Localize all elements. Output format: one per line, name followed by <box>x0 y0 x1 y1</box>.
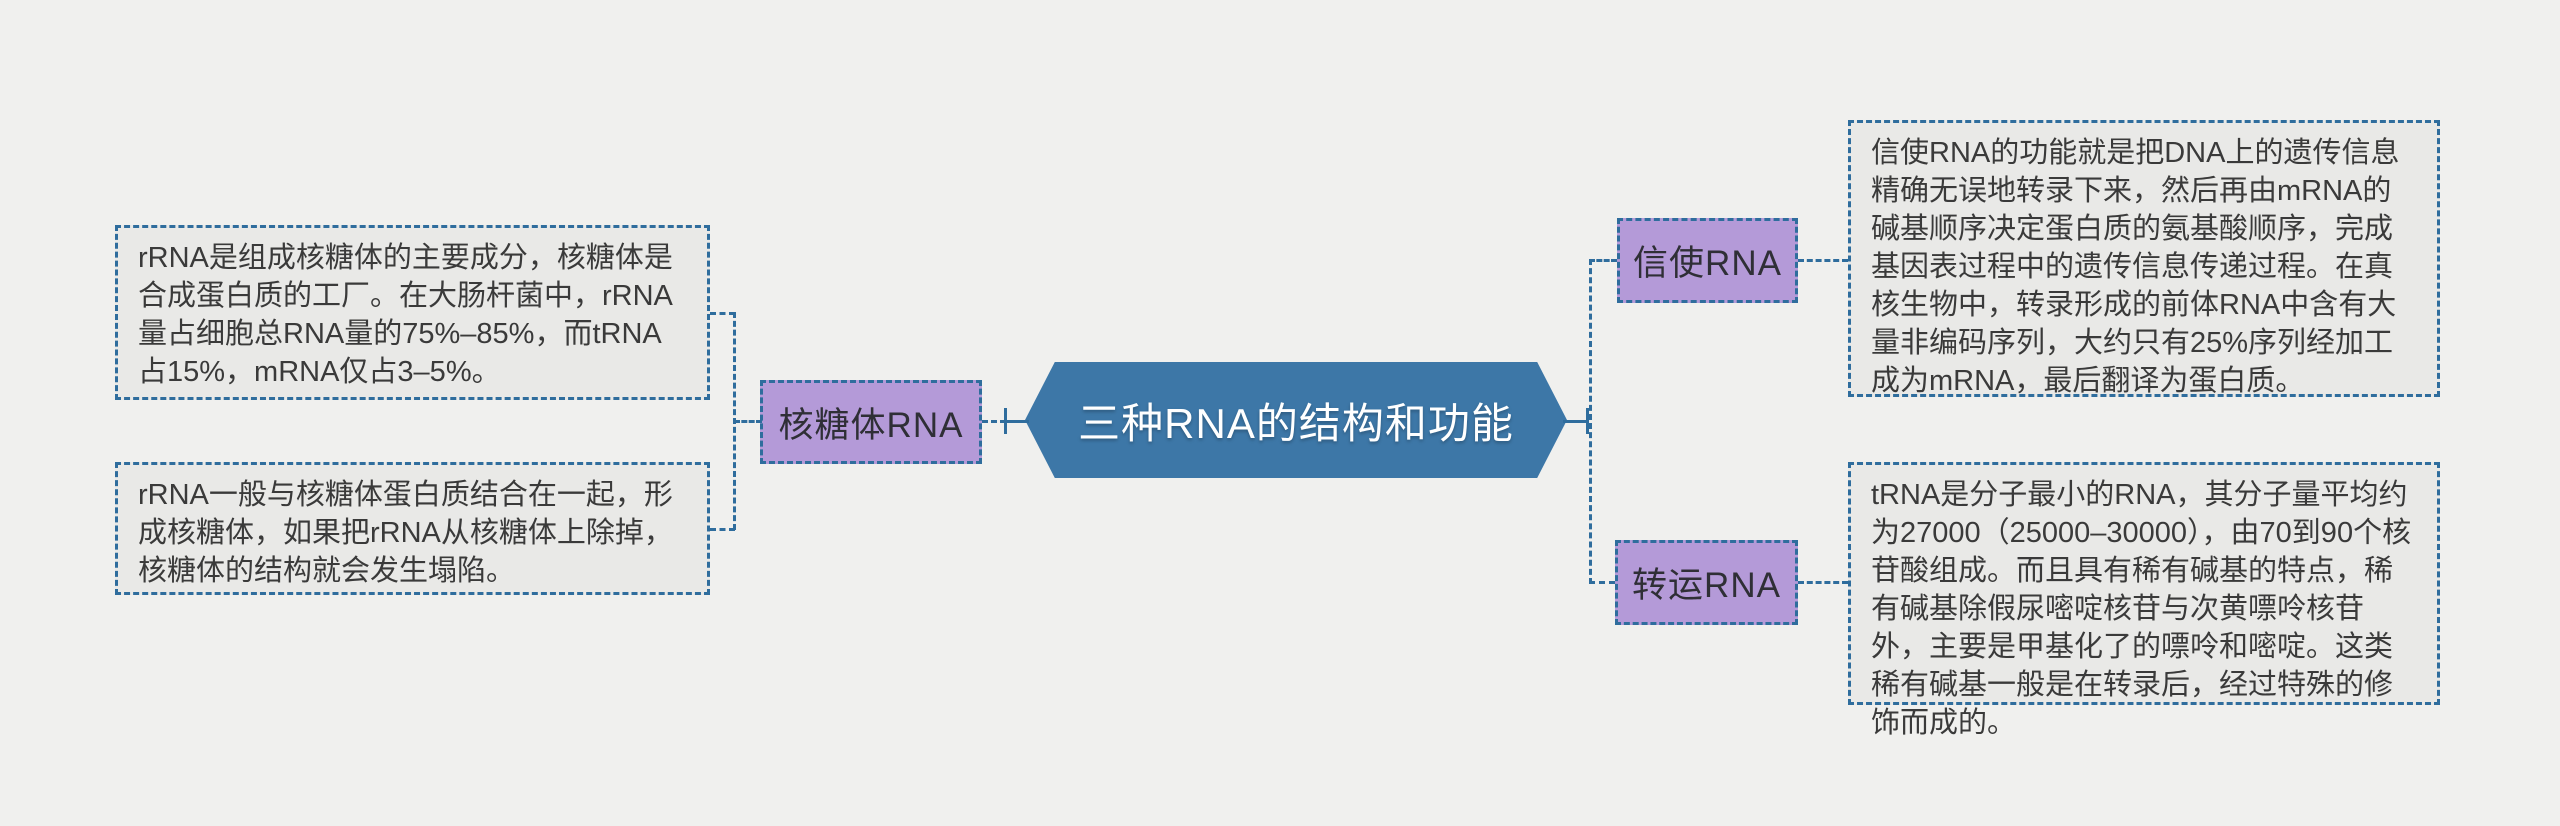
connector-left-note2-stub <box>710 528 735 531</box>
center-topic-label: 三种RNA的结构和功能 <box>1078 399 1514 447</box>
connector-right-branch1-stub <box>1589 259 1617 262</box>
branch-node-label: 转运RNA <box>1632 566 1781 605</box>
connector-branch-to-center-solid <box>1004 420 1029 423</box>
note-card-mrna-function[interactable]: 信使RNA的功能就是把DNA上的遗传信息精确无误地转录下来，然后再由mRNA的碱… <box>1848 120 2440 397</box>
note-card-trna-function[interactable]: tRNA是分子最小的RNA，其分子量平均约为27000（25000–30000）… <box>1848 462 2440 739</box>
note-card-rrna-ribosome[interactable]: rRNA一般与核糖体蛋白质结合在一起，形成核糖体，如果把rRNA从核糖体上除掉，… <box>115 462 710 595</box>
connector-left-branch-stub <box>734 420 762 423</box>
branch-node-ribosomal-rna[interactable]: 核糖体RNA <box>760 380 982 464</box>
branch-node-transfer-rna[interactable]: 转运RNA <box>1615 540 1798 625</box>
connector-branch-to-center-dashed <box>982 420 1006 423</box>
connector-center-to-right-solid <box>1563 420 1588 423</box>
connector-right-branch2-stub <box>1589 581 1615 584</box>
note-card-rrna-composition[interactable]: rRNA是组成核糖体的主要成分，核糖体是合成蛋白质的工厂。在大肠杆菌中，rRNA… <box>115 225 710 400</box>
branch-node-messenger-rna[interactable]: 信使RNA <box>1617 218 1798 303</box>
connector-right-vertical <box>1589 259 1592 584</box>
connector-left-note1-stub <box>710 312 735 315</box>
branch-node-label: 信使RNA <box>1633 244 1782 283</box>
center-topic-node[interactable]: 三种RNA的结构和功能 <box>1025 362 1567 478</box>
junction-tick-right <box>1586 408 1589 434</box>
branch-node-label: 核糖体RNA <box>778 405 964 445</box>
connector-branch2-to-note <box>1798 581 1848 584</box>
connector-branch1-to-note <box>1798 259 1848 262</box>
